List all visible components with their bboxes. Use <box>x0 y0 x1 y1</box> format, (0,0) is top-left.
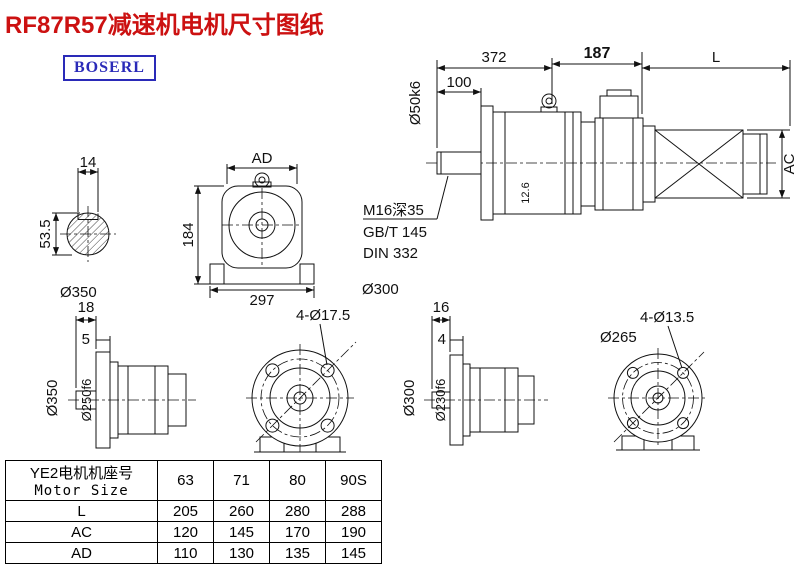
dim-value: 260 <box>213 500 270 522</box>
dim-ad: AD <box>252 150 273 167</box>
dim-297: 297 <box>249 292 274 309</box>
dim-row-label: L <box>5 500 158 522</box>
shaft-section-view: 14 53.5 Ø350 <box>37 154 116 301</box>
dia-flange-300: Ø300 <box>401 380 418 417</box>
flange-front-view-small: 4-Ø13.5 Ø265 <box>600 309 708 451</box>
page-title: RF87R57减速机电机尺寸图纸 <box>5 12 324 39</box>
dim-5: 5 <box>82 331 90 348</box>
technical-drawing: 14 53.5 Ø350 AD <box>37 45 798 453</box>
dim-value: 280 <box>269 500 326 522</box>
dim-value: 120 <box>157 521 214 543</box>
dim-row-label: AC <box>5 521 158 543</box>
dim-372: 372 <box>481 49 506 66</box>
reducer-side-view-large: 18 5 Ø350 Ø250f6 <box>44 299 196 449</box>
dim-section-height: 53.5 <box>37 219 54 248</box>
dim-12-6: 12.6 <box>520 182 532 203</box>
dim-4: 4 <box>438 331 446 348</box>
table-row: AD 110 130 135 145 <box>5 542 382 564</box>
dim-100: 100 <box>446 74 471 91</box>
table-row: L 205 260 280 288 <box>5 500 382 522</box>
size-column-header: 63 <box>157 460 214 501</box>
motor-size-table: YE2电机机座号 Motor Size 63 71 80 90S L 205 2… <box>5 460 382 564</box>
dim-187: 187 <box>584 45 611 62</box>
dia-bolt-circle-265: Ø265 <box>600 329 637 346</box>
reducer-side-view-small: 16 4 Ø300 Ø230f6 <box>401 299 548 446</box>
size-column-header: 80 <box>269 460 326 501</box>
dia-bolt-circle-300: Ø300 <box>362 281 399 298</box>
dim-ac: AC <box>781 153 798 174</box>
dim-18: 18 <box>78 299 95 316</box>
flange-front-view-large: 4-Ø17.5 Ø300 <box>246 281 399 453</box>
header-en: Motor Size <box>34 483 129 499</box>
shaft-dia-label: Ø50k6 <box>407 81 424 125</box>
dia-350-label: Ø350 <box>60 284 97 301</box>
dim-l: L <box>712 49 720 66</box>
note-gb: GB/T 145 <box>363 224 427 241</box>
dia-spigot-250: Ø250f6 <box>79 379 94 422</box>
dim-184: 184 <box>180 222 197 247</box>
dim-value: 135 <box>269 542 326 564</box>
dim-value: 145 <box>325 542 382 564</box>
dim-value: 190 <box>325 521 382 543</box>
size-column-header: 71 <box>213 460 270 501</box>
table-header-row: YE2电机机座号 Motor Size 63 71 80 90S <box>5 460 382 501</box>
header-cn: YE2电机机座号 <box>29 465 134 482</box>
note-m16: M16深35 <box>363 202 424 219</box>
brand-logo: BOSERL <box>63 55 156 81</box>
dim-value: 145 <box>213 521 270 543</box>
assembly-side-view: 372 187 L 100 Ø50k6 AC 12.6 M16深35 GB/T … <box>363 45 798 262</box>
dia-flange-350: Ø350 <box>44 380 61 417</box>
dim-value: 170 <box>269 521 326 543</box>
dim-key-width: 14 <box>80 154 97 171</box>
dim-16: 16 <box>433 299 450 316</box>
size-column-header: 90S <box>325 460 382 501</box>
dim-value: 130 <box>213 542 270 564</box>
holes-label-17-5: 4-Ø17.5 <box>296 307 350 324</box>
dim-value: 288 <box>325 500 382 522</box>
table-row: AC 120 145 170 190 <box>5 521 382 543</box>
motor-size-header: YE2电机机座号 Motor Size <box>5 460 158 501</box>
holes-label-13-5: 4-Ø13.5 <box>640 309 694 326</box>
note-din: DIN 332 <box>363 245 418 262</box>
dim-row-label: AD <box>5 542 158 564</box>
dia-spigot-230: Ø230f6 <box>433 379 448 422</box>
gearbox-front-view: AD 184 297 <box>180 150 315 309</box>
dim-value: 110 <box>157 542 214 564</box>
dim-value: 205 <box>157 500 214 522</box>
